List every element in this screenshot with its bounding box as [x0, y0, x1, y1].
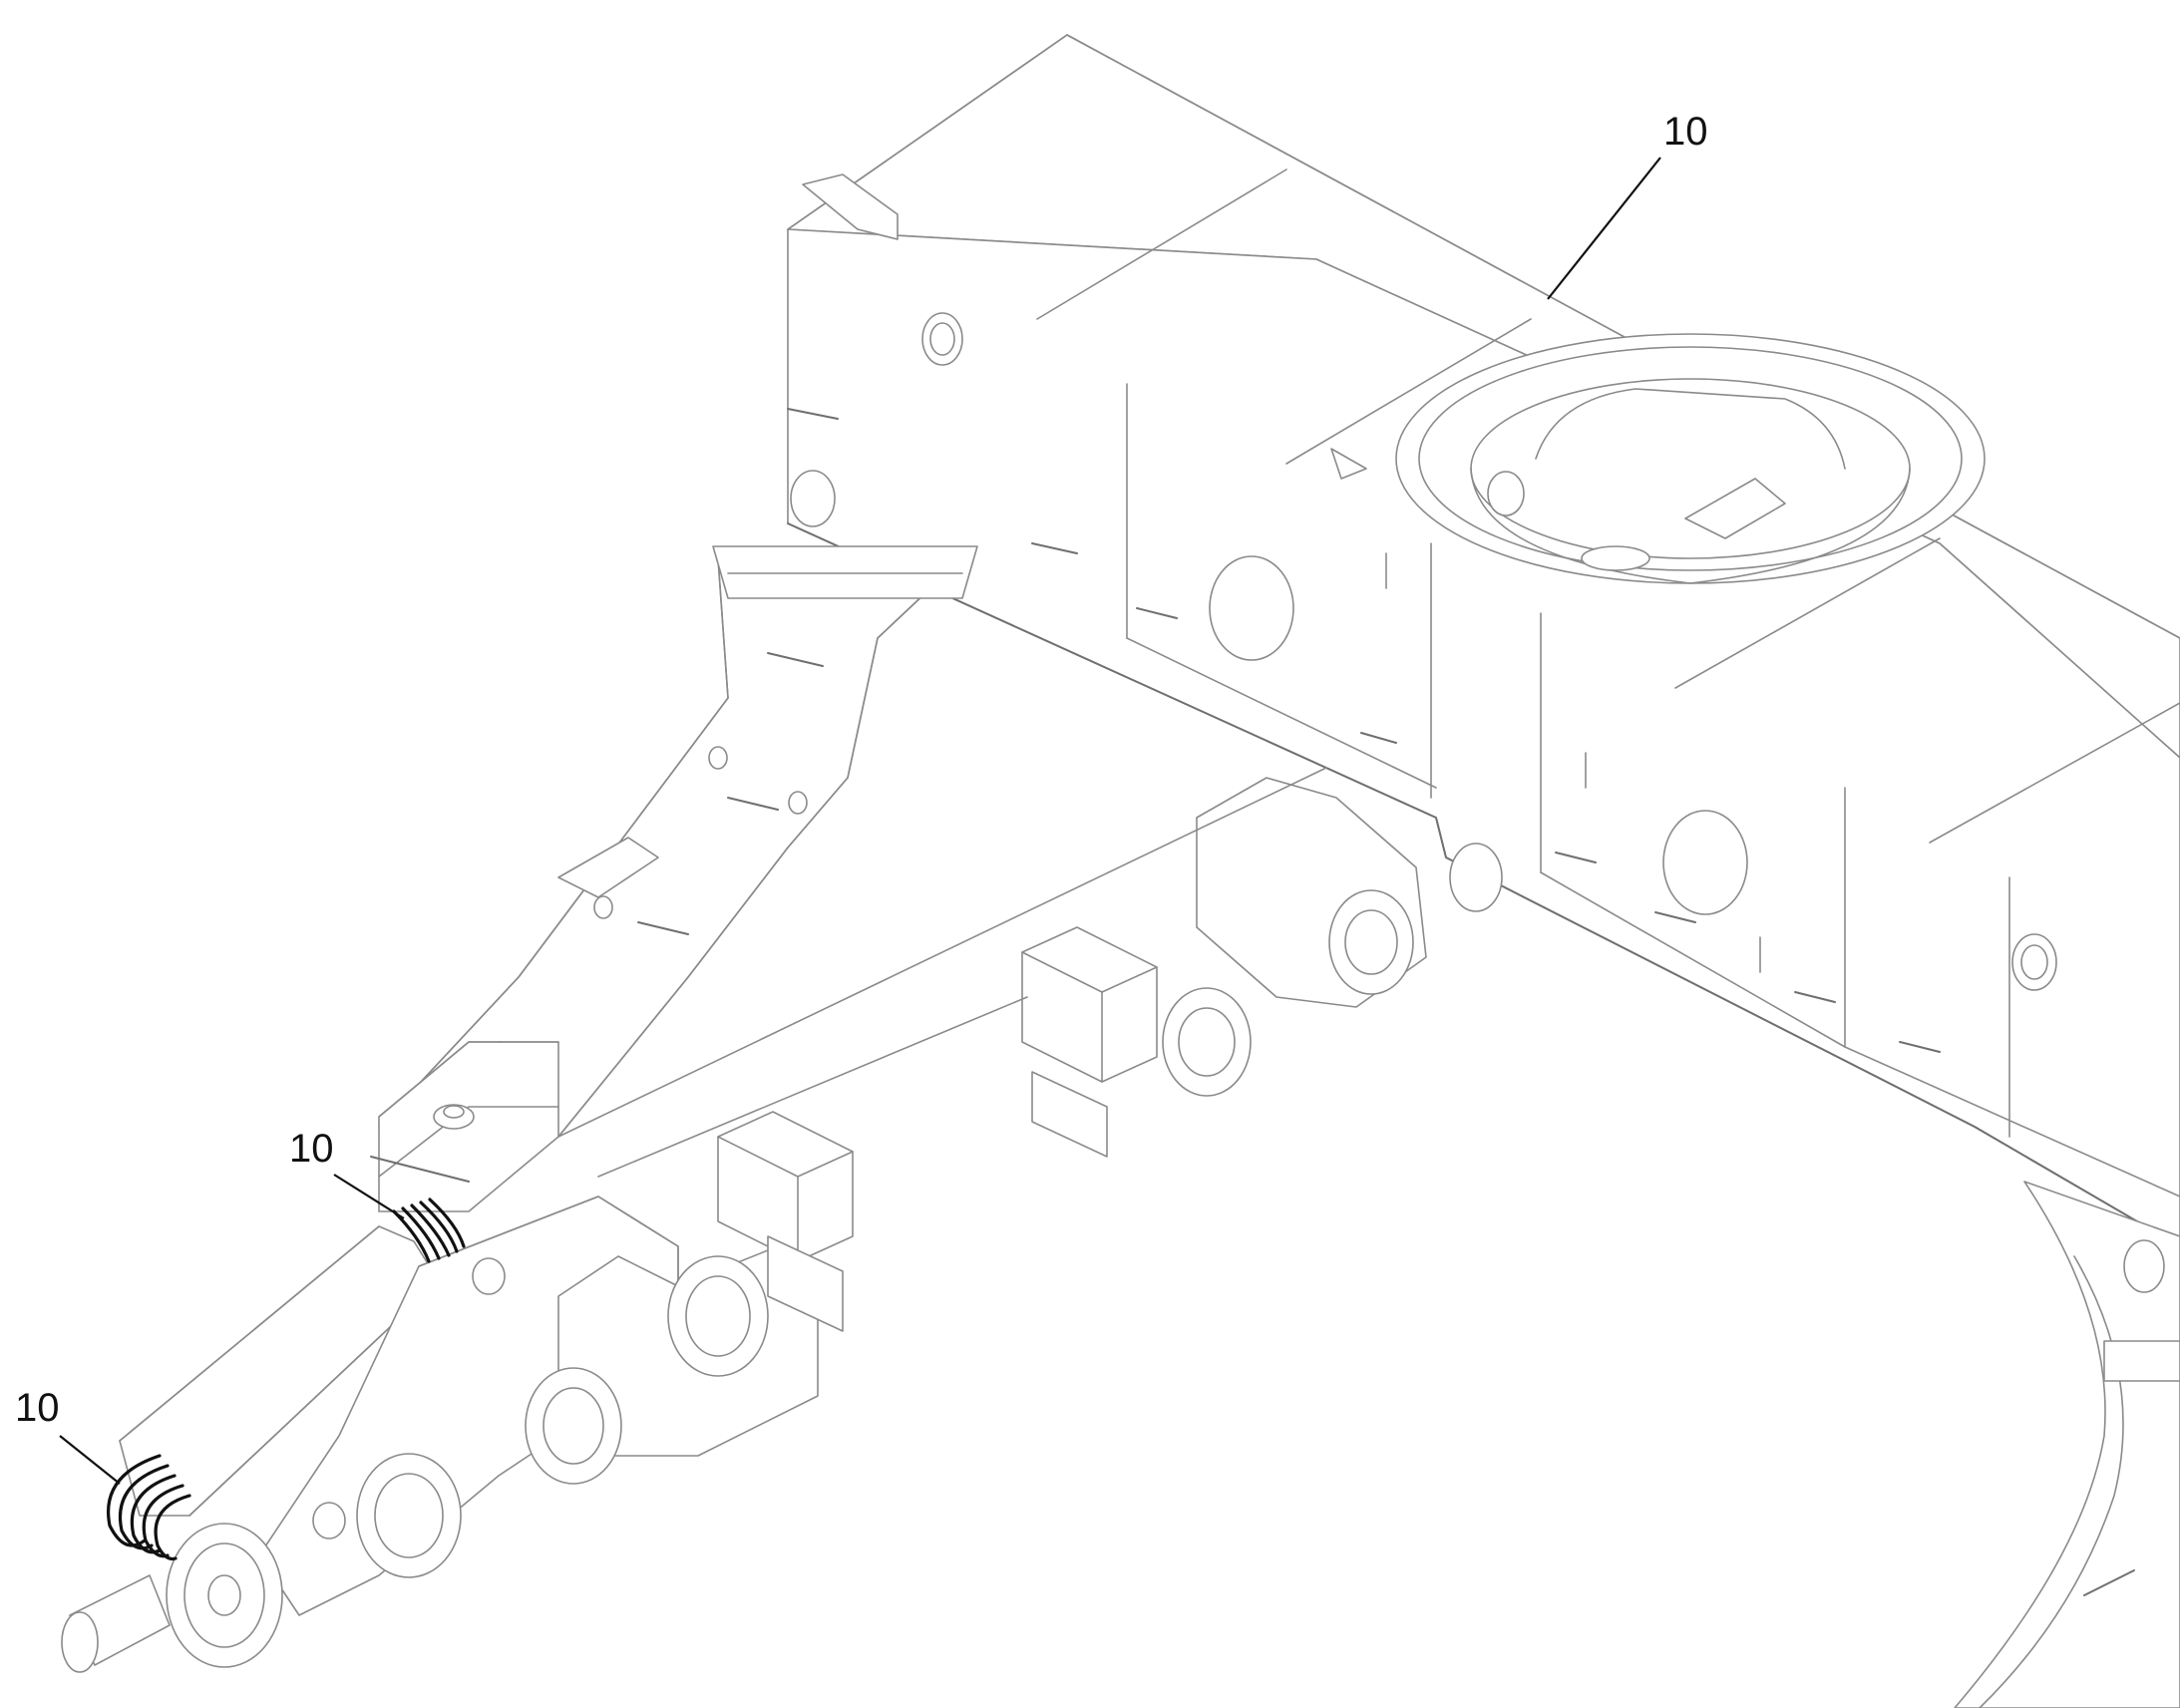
callout-harness-upper: 10 [289, 1127, 405, 1219]
bogie-group-middle [557, 767, 1503, 1178]
callout-label-frame: 10 [1663, 110, 1708, 154]
callout-label-harness-upper: 10 [289, 1127, 334, 1171]
callout-frame: 10 [1547, 110, 1708, 300]
slewing-ring [1395, 333, 1986, 584]
callout-label-harness-lower: 10 [15, 1386, 60, 1430]
front-head [370, 1041, 559, 1212]
cable-harness-upper [392, 1197, 466, 1263]
callout-harness-lower: 10 [15, 1386, 121, 1485]
gooseneck-arm [378, 470, 978, 1138]
cable-harness-lower [107, 1454, 191, 1561]
right-curved-arm [1954, 1181, 2180, 1708]
main-frame-beam [787, 34, 2180, 1247]
bogie-group-left [356, 1111, 854, 1578]
